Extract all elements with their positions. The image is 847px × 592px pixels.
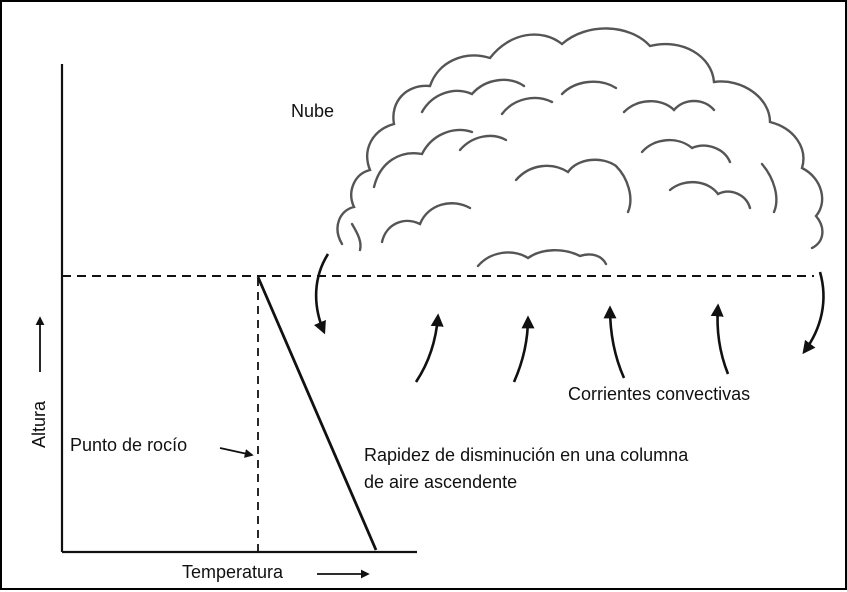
cloud-inner xyxy=(622,99,716,114)
convection-arrows xyxy=(313,253,825,383)
dew-point-label: Punto de rocío xyxy=(70,435,188,455)
cloud-inner xyxy=(514,158,632,214)
updraft-arrow xyxy=(414,313,444,383)
downdraft-arrow-left xyxy=(313,253,330,335)
cloud-inner xyxy=(500,96,554,116)
dew-point-pointer-arrow xyxy=(219,447,254,458)
convection-label: Corrientes convectivas xyxy=(568,384,751,404)
cloud-inner xyxy=(560,80,618,96)
updraft-arrow xyxy=(603,305,626,379)
cloud-inner xyxy=(380,202,472,244)
downdraft-arrow-right xyxy=(802,271,825,355)
axes xyxy=(60,64,417,554)
cloud-inner xyxy=(668,181,752,210)
cloud-inner xyxy=(420,78,526,114)
cloud-outline xyxy=(336,27,824,250)
cloud-inner xyxy=(476,249,608,268)
updraft-arrow xyxy=(512,315,535,383)
x-axis-label: Temperatura xyxy=(182,562,284,582)
cloud-inner xyxy=(350,222,362,252)
cloud xyxy=(336,27,824,268)
lapse-rate-line xyxy=(256,276,378,551)
cloud-inner xyxy=(640,139,732,164)
y-axis-label: Altura xyxy=(29,400,49,448)
cloud-inner xyxy=(372,128,474,189)
updraft-arrow xyxy=(710,303,730,375)
cloud-inner xyxy=(458,134,508,152)
cloud-label: Nube xyxy=(291,101,335,121)
lapse-rate-label: Rapidez de disminución en una columna de… xyxy=(364,445,689,492)
cloud-inner xyxy=(760,162,778,214)
